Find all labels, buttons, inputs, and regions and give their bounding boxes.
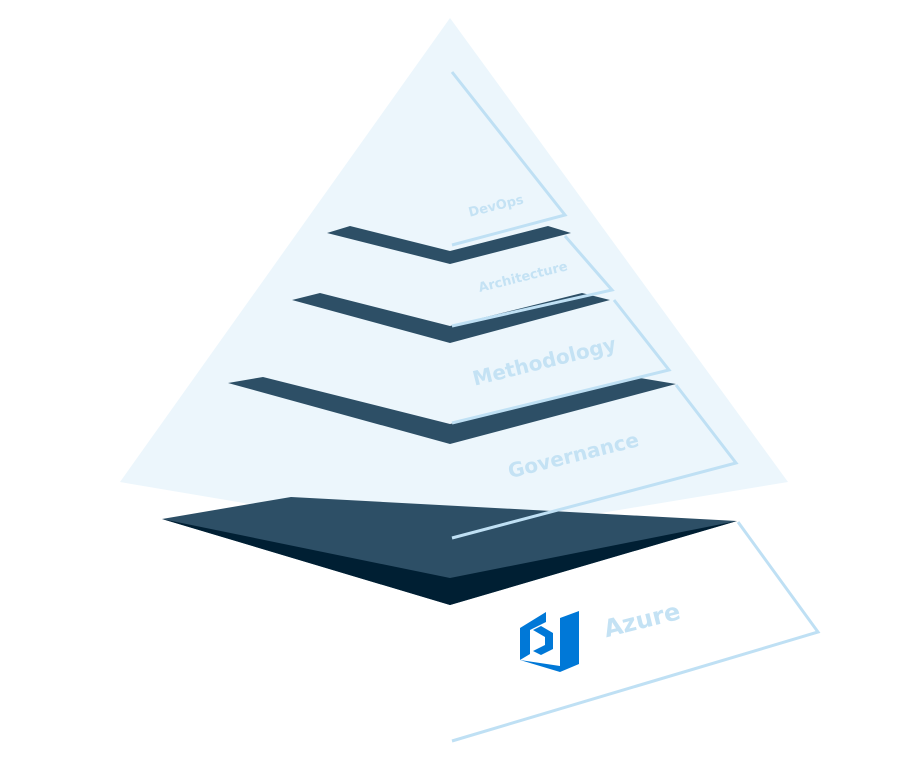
azure-devops-icon bbox=[520, 611, 579, 672]
edge-devops bbox=[450, 71, 568, 247]
edge-governance bbox=[451, 384, 739, 540]
base-slab-front-right bbox=[450, 521, 737, 605]
base-slab-top bbox=[162, 497, 737, 605]
edge-methodology bbox=[451, 299, 672, 425]
edge-architecture bbox=[451, 235, 615, 328]
label-azure: Azure bbox=[601, 597, 683, 643]
pyramid-face-left bbox=[120, 18, 450, 538]
base-slab-front-left bbox=[162, 519, 450, 605]
edge-azure bbox=[451, 521, 821, 743]
slab-architecture bbox=[327, 226, 571, 264]
slab-governance bbox=[228, 377, 676, 444]
